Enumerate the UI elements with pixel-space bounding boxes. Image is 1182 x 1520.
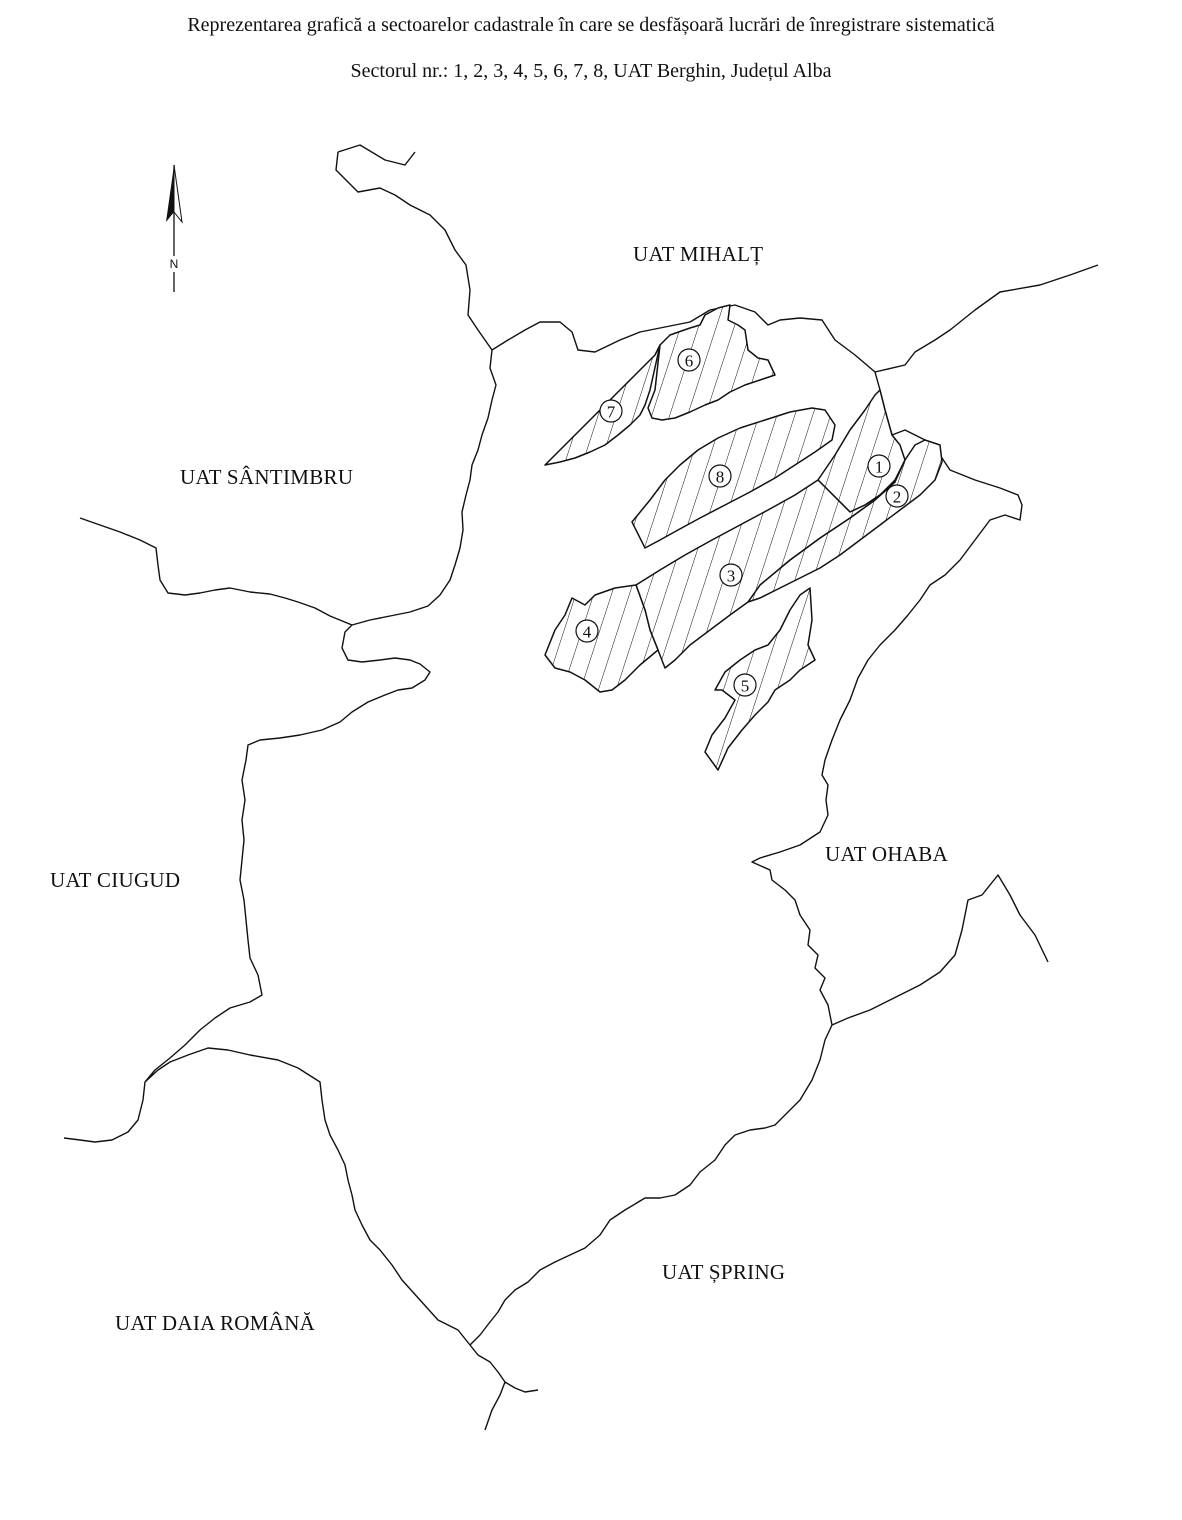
uat-label-spring: UAT ȘPRING [662,1260,785,1284]
sector-7-marker [599,399,623,423]
sector-7[interactable]: 7 [544,344,661,466]
sector-1-number: 1 [875,458,884,477]
sector-7-number: 7 [607,403,616,422]
sector-8-marker [708,464,732,488]
uat-label-mihalt: UAT MIHALȚ [633,242,763,266]
uat-label-ciugud: UAT CIUGUD [50,868,180,892]
uat-label-ohaba: UAT OHABA [825,842,949,866]
sector-1[interactable]: 1 [817,389,906,513]
sector-1-marker [867,454,891,478]
sector-5-marker [733,673,757,697]
sector-2-number: 2 [893,488,902,507]
sector-8[interactable]: 8 [631,407,836,549]
sector-8-number: 8 [716,468,725,487]
north-letter: N [170,257,179,271]
sector-6[interactable]: 6 [647,304,776,421]
sector-3-number: 3 [727,567,736,586]
sector-3[interactable]: 3 [635,479,896,669]
sector-2-marker [885,484,909,508]
sector-4-marker [575,619,599,643]
sector-6-number: 6 [685,352,694,371]
uat-label-santimbru: UAT SÂNTIMBRU [180,465,353,489]
map-title: Reprezentarea grafică a sectoarelor cada… [187,14,995,36]
sector-3-marker [719,563,743,587]
sector-4[interactable]: 4 [544,584,659,693]
sector-6-marker [677,348,701,372]
sector-5[interactable]: 5 [704,587,816,771]
uat-berghin-boundary [63,144,1099,1431]
uat-label-daia-romana: UAT DAIA ROMÂNĂ [115,1311,316,1335]
north-arrow-icon: N [166,164,183,292]
map-subtitle: Sectorul nr.: 1, 2, 3, 4, 5, 6, 7, 8, UA… [350,60,832,82]
sector-4-number: 4 [583,623,592,642]
sector-5-number: 5 [741,677,750,696]
